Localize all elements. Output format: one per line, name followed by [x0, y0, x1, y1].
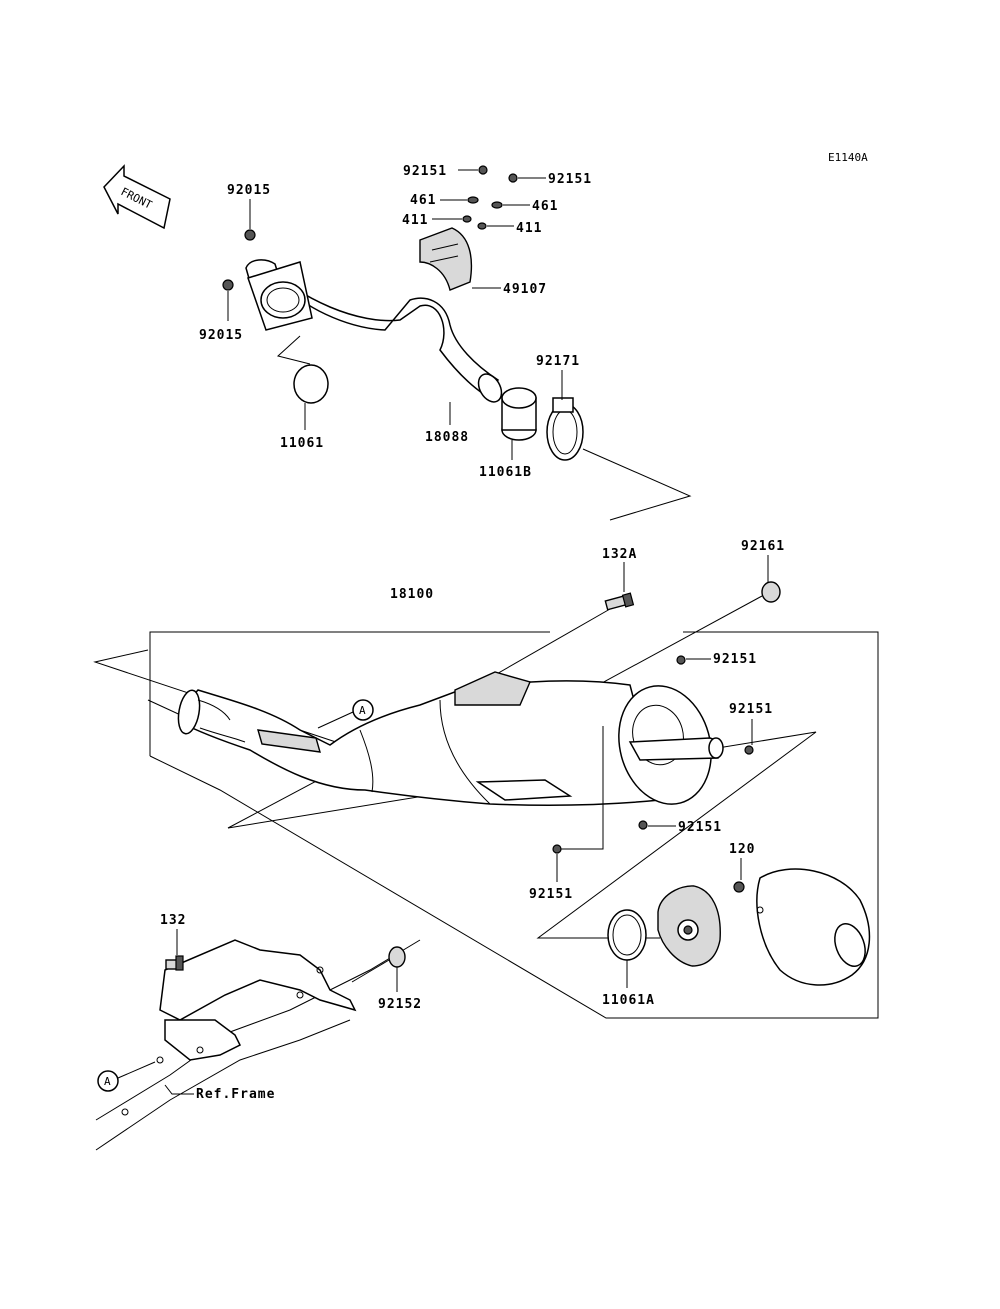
- callout-a-upper: [352, 699, 374, 721]
- label-18100: 18100: [390, 587, 434, 602]
- front-arrow-icon: FRONT: [103, 164, 171, 230]
- nut-92015-side: [222, 279, 234, 291]
- assembly-bracket-18100: [149, 631, 550, 756]
- bolt-92151-c: [676, 655, 686, 665]
- label-92015-b: 92015: [199, 328, 243, 343]
- callout-a-lower: [97, 1070, 119, 1092]
- label-120: 120: [729, 842, 755, 857]
- label-461-b: 461: [532, 199, 558, 214]
- bolt-92151-b: [508, 173, 518, 183]
- screw-120: [733, 881, 745, 893]
- label-92161: 92161: [741, 539, 785, 554]
- washer-461-b: [491, 201, 503, 209]
- frame-bracket: [95, 939, 421, 1151]
- bolt-132: [165, 955, 184, 971]
- bushing-92152: [388, 946, 406, 968]
- bolt-92151-d: [744, 745, 754, 755]
- label-92015-a: 92015: [227, 183, 271, 198]
- callout-a-upper-label: A: [359, 704, 366, 717]
- label-92151-c: 92151: [713, 652, 757, 667]
- grommet-92161: [761, 581, 781, 603]
- label-92151-d: 92151: [729, 702, 773, 717]
- label-92151-f: 92151: [529, 887, 573, 902]
- label-11061: 11061: [280, 436, 324, 451]
- gasket-11061: [293, 364, 329, 404]
- label-18088: 18088: [425, 430, 469, 445]
- label-92152: 92152: [378, 997, 422, 1012]
- heat-guard-49107: [419, 227, 473, 291]
- end-plate: [657, 885, 721, 967]
- label-132: 132: [160, 913, 186, 928]
- label-11061B: 11061B: [479, 465, 532, 480]
- label-411-a: 411: [402, 213, 428, 228]
- label-92151-e: 92151: [678, 820, 722, 835]
- label-132A: 132A: [602, 547, 637, 562]
- label-49107: 49107: [503, 282, 547, 297]
- label-461-a: 461: [410, 193, 436, 208]
- bolt-92151-a: [478, 165, 488, 175]
- ref-frame-label: Ref.Frame: [196, 1087, 275, 1102]
- label-11061A: 11061A: [602, 993, 655, 1008]
- bolt-132A: [604, 592, 635, 611]
- nut-92015-top: [244, 229, 256, 241]
- washer-461-a: [467, 196, 479, 204]
- muffler-18100: [177, 671, 724, 806]
- gasket-11061B: [501, 387, 537, 441]
- gasket-11061A: [607, 909, 647, 961]
- callout-a-lower-label: A: [104, 1075, 111, 1088]
- label-92151-b: 92151: [548, 172, 592, 187]
- bolt-92151-e: [638, 820, 648, 830]
- diagram-code: E1140A: [828, 151, 868, 164]
- collar-411-b: [477, 222, 487, 230]
- bolt-92151-f: [552, 844, 562, 854]
- label-411-b: 411: [516, 221, 542, 236]
- collar-411-a: [462, 215, 472, 223]
- clamp-92171: [546, 397, 584, 461]
- label-92171: 92171: [536, 354, 580, 369]
- end-cap: [756, 868, 871, 986]
- header-pipe: [245, 259, 503, 403]
- label-92151-a: 92151: [403, 164, 447, 179]
